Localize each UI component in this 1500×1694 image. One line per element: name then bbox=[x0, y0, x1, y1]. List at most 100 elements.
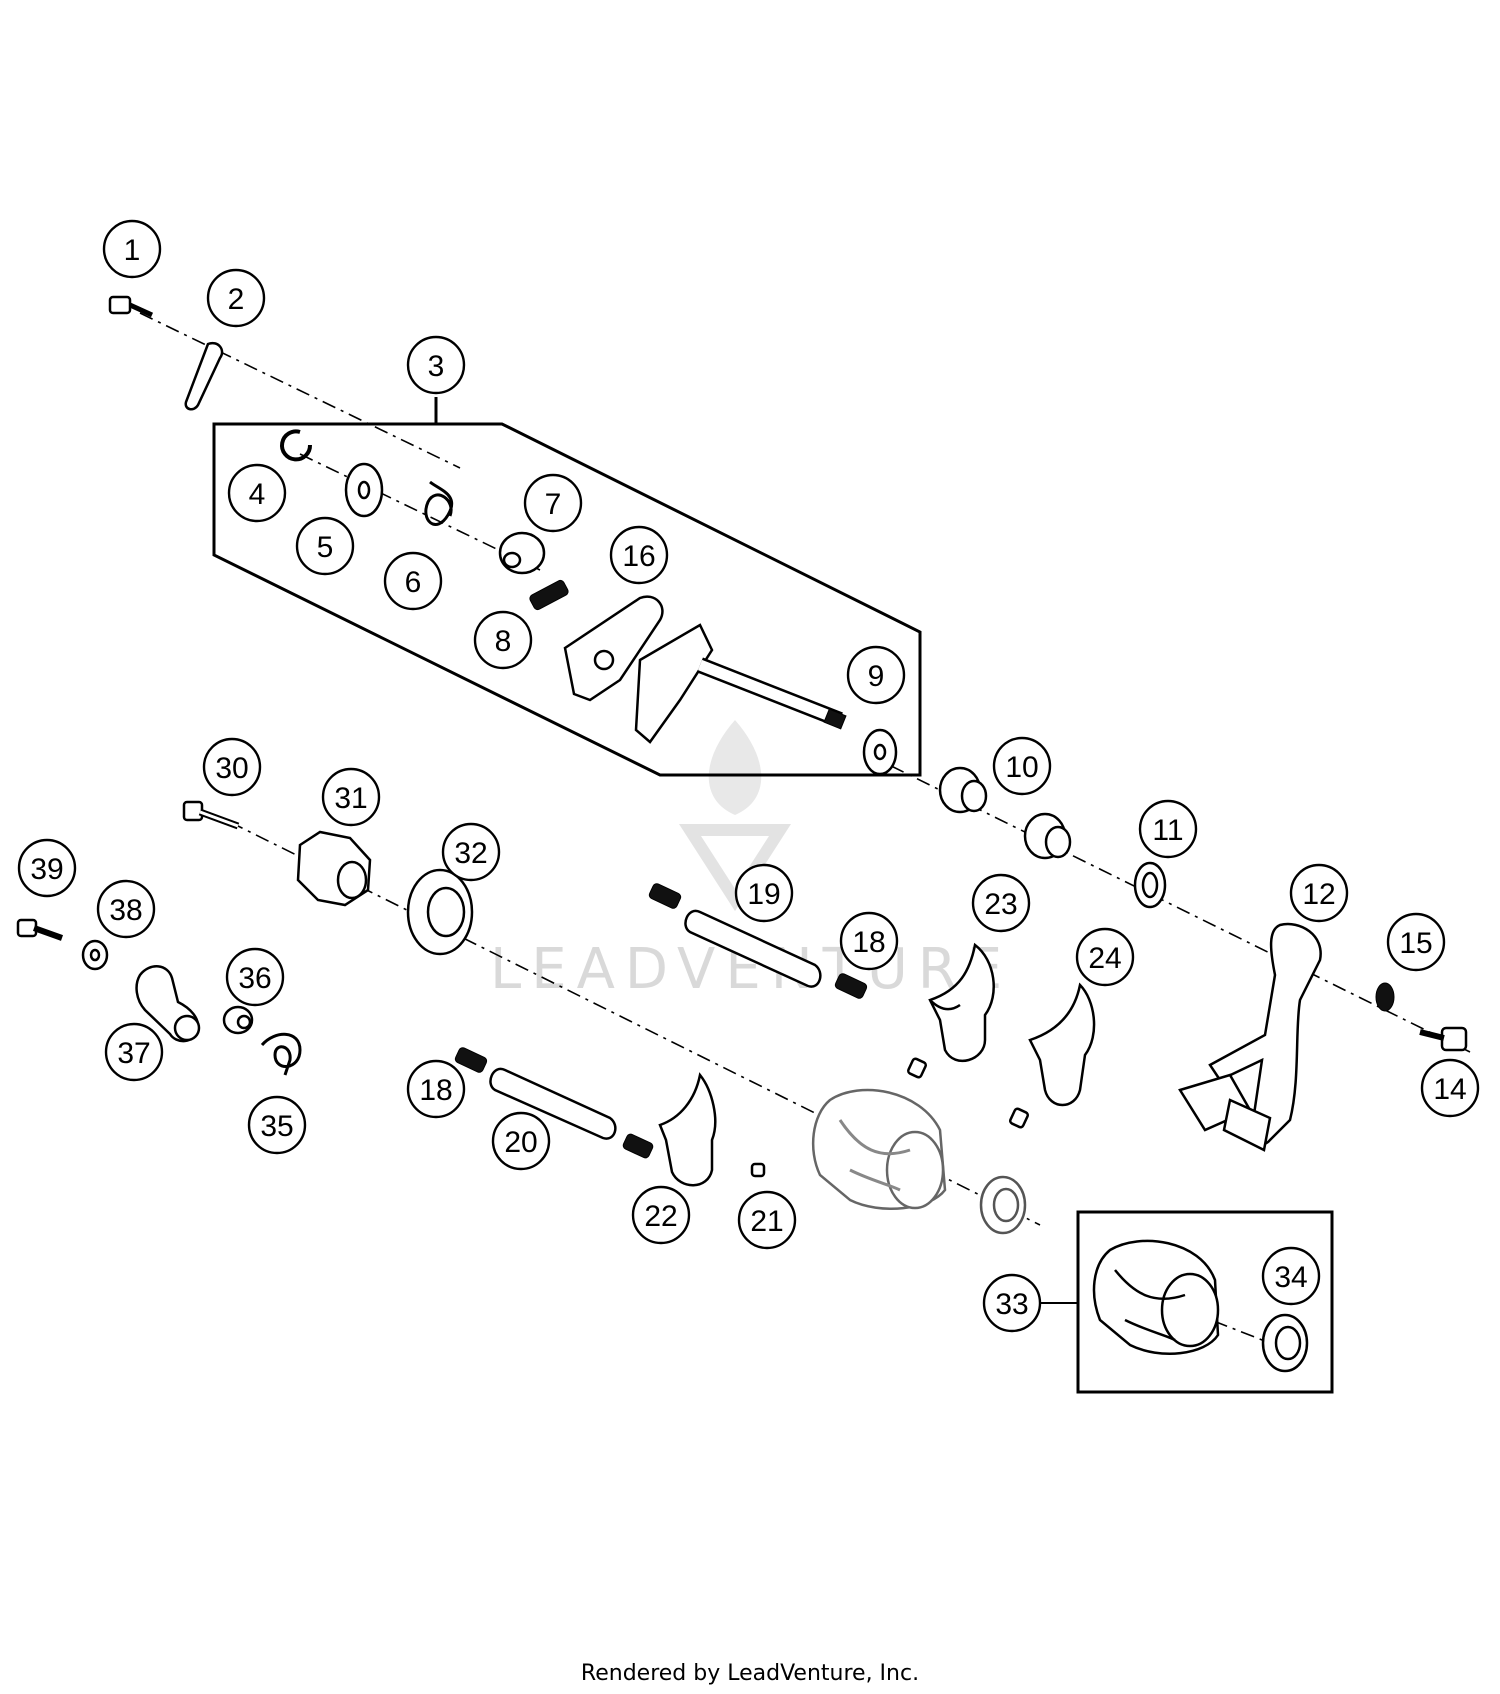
spring-part-8 bbox=[529, 579, 569, 611]
parts bbox=[16, 295, 1468, 1373]
callout-label: 7 bbox=[545, 488, 562, 521]
ring-part-7 bbox=[498, 531, 546, 575]
callout-label: 11 bbox=[1152, 814, 1183, 847]
bushing-part-36 bbox=[222, 1005, 254, 1035]
callout-2: 2 bbox=[206, 268, 266, 328]
callouts: 1 2 3 4 5 6 7 8 9 10 11 12 14 15 16 18 1… bbox=[17, 219, 1480, 1333]
callout-38: 38 bbox=[96, 879, 156, 939]
callout-31: 31 bbox=[321, 767, 381, 827]
bolt-part-14 bbox=[1419, 1026, 1468, 1052]
bolt-part-39 bbox=[16, 918, 64, 941]
callout-label: 31 bbox=[334, 782, 367, 815]
callout-label: 19 bbox=[747, 878, 780, 911]
spring-part-18-top bbox=[648, 883, 682, 909]
callout-35: 35 bbox=[247, 1095, 307, 1155]
callout-12: 12 bbox=[1289, 863, 1349, 923]
callout-label: 34 bbox=[1274, 1261, 1307, 1294]
shaft-part-19 bbox=[684, 909, 822, 988]
callout-label: 36 bbox=[238, 962, 271, 995]
callout-label: 21 bbox=[750, 1205, 783, 1238]
callout-label: 22 bbox=[644, 1200, 677, 1233]
spring-part-35 bbox=[260, 1032, 302, 1076]
callout-label: 38 bbox=[109, 894, 142, 927]
callout-label: 3 bbox=[428, 350, 445, 383]
callout-30: 30 bbox=[202, 737, 262, 797]
callout-label: 12 bbox=[1302, 878, 1335, 911]
callout-label: 14 bbox=[1433, 1073, 1466, 1106]
callout-7: 7 bbox=[523, 473, 583, 533]
callout-label: 6 bbox=[405, 566, 422, 599]
shift-drum-part-33 bbox=[1092, 1239, 1220, 1355]
plate-part-16 bbox=[563, 595, 664, 702]
shift-lever-part-12 bbox=[1208, 922, 1322, 1146]
bearing-drum bbox=[979, 1175, 1027, 1235]
callout-label: 9 bbox=[868, 660, 885, 693]
callout-4: 4 bbox=[227, 463, 287, 523]
callout-18-right: 18 bbox=[839, 911, 899, 971]
lever-part-2 bbox=[184, 341, 224, 411]
callout-label: 35 bbox=[260, 1110, 293, 1143]
seal-part-11 bbox=[1133, 861, 1167, 909]
washer-part-38 bbox=[81, 939, 109, 971]
callout-16: 16 bbox=[609, 525, 669, 585]
bolt-part-30 bbox=[182, 800, 240, 830]
shift-star-part-31 bbox=[296, 830, 372, 907]
callout-21: 21 bbox=[737, 1190, 797, 1250]
callout-label: 18 bbox=[852, 926, 885, 959]
callout-20: 20 bbox=[491, 1111, 551, 1171]
spring-part-18-left bbox=[454, 1047, 488, 1073]
spring-part-18-mid bbox=[622, 1133, 654, 1159]
pin-part-24 bbox=[1009, 1107, 1029, 1129]
circlip-part-4 bbox=[280, 429, 313, 462]
callout-37: 37 bbox=[104, 1022, 164, 1082]
pin-part-23 bbox=[907, 1057, 927, 1079]
fork-part-23 bbox=[928, 942, 995, 1062]
bushing-part-10a bbox=[938, 766, 988, 814]
washer-part-9 bbox=[862, 728, 898, 776]
footer-credit: Rendered by LeadVenture, Inc. bbox=[581, 1661, 919, 1686]
callout-11: 11 bbox=[1138, 799, 1198, 859]
washer-part-15 bbox=[1375, 982, 1395, 1012]
callout-label: 18 bbox=[419, 1074, 452, 1107]
callout-34: 34 bbox=[1261, 1246, 1321, 1306]
callout-label: 4 bbox=[249, 478, 266, 511]
callout-33: 33 bbox=[982, 1273, 1042, 1333]
callout-36: 36 bbox=[225, 947, 285, 1007]
callout-8: 8 bbox=[473, 610, 533, 670]
callout-label: 15 bbox=[1399, 927, 1432, 960]
callout-22: 22 bbox=[631, 1185, 691, 1245]
callout-label: 20 bbox=[504, 1126, 537, 1159]
callout-24: 24 bbox=[1075, 927, 1135, 987]
shift-drum bbox=[811, 1088, 947, 1210]
callout-label: 39 bbox=[30, 853, 63, 886]
spring-part-18-right bbox=[834, 973, 868, 999]
callout-10: 10 bbox=[992, 736, 1052, 796]
assembly-3-frame bbox=[212, 422, 922, 777]
callout-label: 16 bbox=[622, 540, 655, 573]
callout-5: 5 bbox=[295, 516, 355, 576]
bearing-part-32 bbox=[406, 868, 474, 956]
callout-label: 5 bbox=[317, 531, 334, 564]
fork-part-22 bbox=[658, 1072, 717, 1187]
shaft-part-20 bbox=[489, 1067, 617, 1140]
callout-label: 24 bbox=[1088, 942, 1121, 975]
callout-6: 6 bbox=[383, 551, 443, 611]
callout-label: 10 bbox=[1005, 751, 1038, 784]
callout-14: 14 bbox=[1420, 1058, 1480, 1118]
shift-shaft bbox=[634, 623, 714, 744]
fork-part-24 bbox=[1028, 982, 1096, 1107]
callout-23: 23 bbox=[971, 873, 1031, 933]
bearing-part-34 bbox=[1261, 1313, 1309, 1373]
callout-19: 19 bbox=[734, 863, 794, 923]
callout-label: 32 bbox=[454, 837, 487, 870]
callout-1: 1 bbox=[102, 219, 162, 279]
washer-part-5 bbox=[344, 462, 384, 518]
bushing-part-10b bbox=[1023, 812, 1072, 860]
callout-label: 30 bbox=[215, 752, 248, 785]
callout-15: 15 bbox=[1386, 912, 1446, 972]
callout-3: 3 bbox=[406, 335, 466, 395]
axis-lines bbox=[139, 312, 1471, 1346]
callout-label: 23 bbox=[984, 888, 1017, 921]
callout-label: 33 bbox=[995, 1288, 1028, 1321]
